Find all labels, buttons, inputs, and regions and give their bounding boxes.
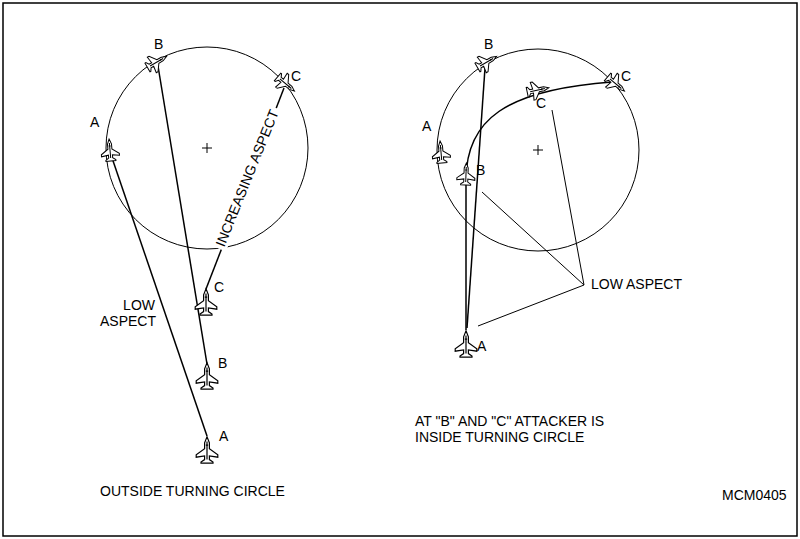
target-aircraft [431,140,451,163]
target-aircraft [100,138,120,161]
panel-caption: OUTSIDE TURNING CIRCLE [100,483,285,499]
circle-center [533,145,543,155]
point-letter: C [291,68,301,84]
sight-line [158,66,207,364]
attacker-aircraft [195,289,217,315]
figure-id: MCM0405 [722,487,787,503]
point-letter: C [214,279,224,295]
aspect-label: INCREASING ASPECT [211,104,283,251]
attacker-aircraft [196,437,218,463]
point-letter: B [476,162,485,178]
point-letter: B [484,36,493,52]
point-letter: A [219,428,228,444]
attacker-aircraft [196,363,218,389]
point-letter: B [218,355,227,371]
sight-line [110,152,207,436]
turning-circle [437,49,639,251]
sight-line [467,68,485,328]
note-text: AT "B" AND "C" ATTACKER IS INSIDE TURNIN… [415,413,650,445]
point-letter: A [477,338,486,354]
leader-line [552,110,584,285]
target-aircraft [473,49,501,76]
aspect-label: LOW ASPECT [591,276,682,292]
point-letter: C [536,95,546,111]
leader-line [482,192,584,285]
point-letter: B [154,36,163,52]
leader-line [478,285,584,326]
point-letter: C [621,68,631,84]
aspect-label: LOW ASPECT [100,297,155,329]
point-letter: A [422,118,431,134]
attacker-aircraft [457,163,476,186]
frame [3,3,797,536]
target-aircraft [143,49,171,76]
attacker-aircraft [455,331,477,357]
attacker-path [466,82,612,330]
point-letter: A [90,114,99,130]
turning-circle [106,47,308,249]
sight-line [206,88,284,289]
circle-center [202,143,212,153]
